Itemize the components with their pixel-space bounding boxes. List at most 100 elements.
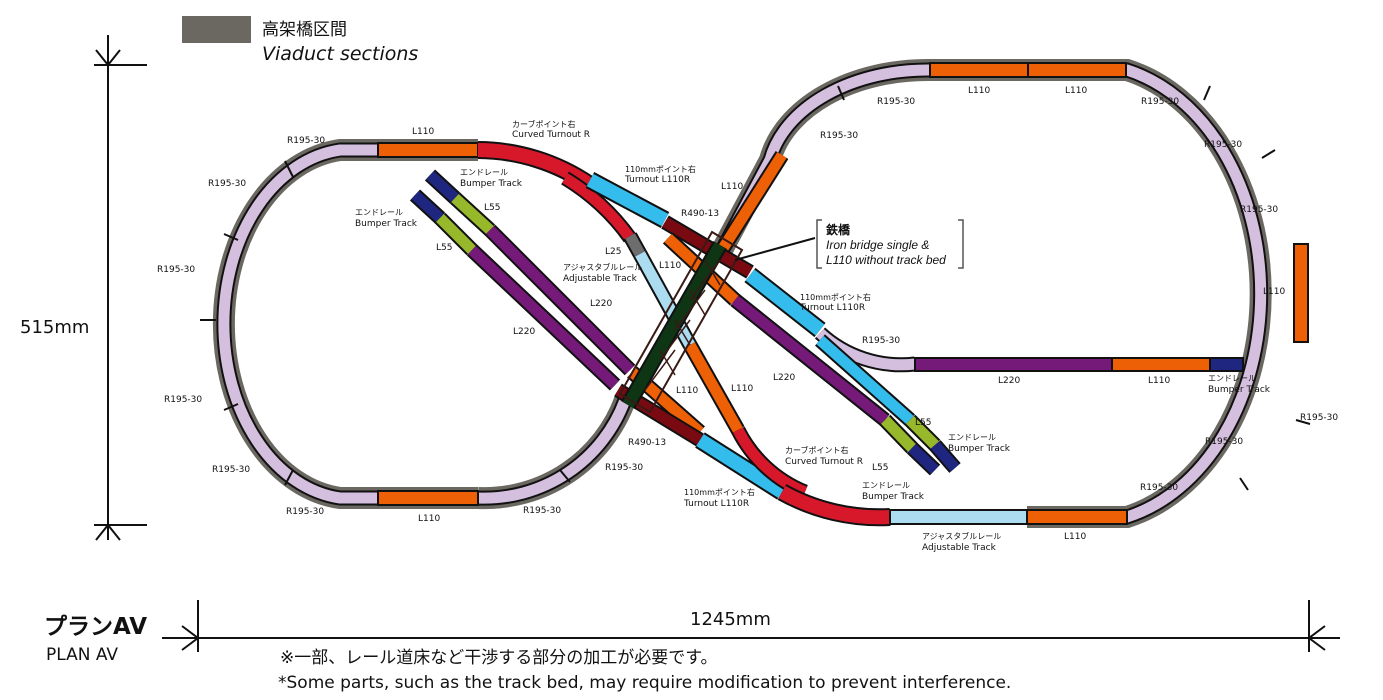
label-l55: L55 [484, 203, 500, 213]
label-l55: L55 [436, 243, 452, 253]
turnout-L110R-right-straight [816, 335, 914, 425]
track-L110-left-top [377, 142, 479, 158]
label-l220: L220 [773, 373, 795, 383]
label-l110: L110 [968, 86, 990, 96]
label-l110: L110 [721, 182, 743, 192]
label-bumper-jp: エンドレール [1208, 374, 1256, 383]
label-r195: R195-30 [286, 507, 324, 517]
width-dimension [162, 600, 1340, 652]
left-loop-curve [218, 144, 378, 504]
center-tracks [409, 141, 1244, 527]
label-curved-en: Curved Turnout R [512, 130, 590, 140]
label-r195: R195-30 [1141, 97, 1179, 107]
viaduct-legend-en: Viaduct sections [262, 43, 418, 65]
label-l55: L55 [872, 463, 888, 473]
width-dimension-label: 1245mm [690, 609, 771, 630]
left-loop-curve-right [477, 398, 631, 504]
track-L220-upper-left-1 [486, 226, 634, 374]
label-turnout-en: Turnout L110R [799, 303, 865, 313]
label-r195: R195-30 [1240, 205, 1278, 215]
viaduct-legend-jp: 高架橋区間 [262, 20, 347, 40]
label-bumper-jp: エンドレール [355, 208, 403, 217]
label-l110: L110 [1263, 287, 1285, 297]
track-L110-center-right [685, 342, 743, 433]
label-l110: L110 [1064, 532, 1086, 542]
label-adjust-en: Adjustable Track [922, 543, 997, 553]
left-loop-curve-outline [216, 142, 378, 506]
label-r195: R195-30 [208, 179, 246, 189]
track-L220-lower-right [731, 295, 889, 425]
track-L55-upper-left-2 [436, 214, 476, 254]
label-bumper-en: Bumper Track [948, 444, 1011, 454]
label-turnout-jp: 110mmポイント右 [800, 292, 871, 302]
curved-turnout-bottom-branch [733, 427, 808, 498]
track-L220-upper-left-2 [468, 246, 619, 389]
track-bumper-lower-right-1 [908, 444, 939, 474]
label-turnout-jp: 110mmポイント右 [625, 164, 696, 174]
note-jp: ※一部、レール道床など干渉する部分の加工が必要です。 [280, 648, 718, 668]
label-turnout-en: Turnout L110R [683, 499, 749, 509]
track-bumper-upper-left-1 [426, 170, 459, 203]
label-adjust-en: Adjustable Track [563, 274, 638, 284]
track-L110-right-top-1 [929, 62, 1029, 78]
track-R490-13-top [662, 217, 753, 277]
left-loop [200, 139, 636, 510]
left-loop-joints [200, 160, 571, 486]
track-L110-spur [1111, 357, 1211, 372]
track-L110-right-bottom [1026, 509, 1128, 525]
track-L55-lower-right-2 [906, 416, 939, 449]
label-r195: R195-30 [157, 265, 195, 275]
label-l220: L220 [998, 376, 1020, 386]
track-adjustable-bottom [889, 509, 1028, 525]
track-L220-spur [914, 357, 1113, 372]
label-l110: L110 [412, 127, 434, 137]
label-bumper-jp: エンドレール [460, 168, 508, 177]
track-L25 [625, 233, 645, 257]
track-bumper-upper-left-2 [411, 190, 444, 223]
label-l220: L220 [513, 327, 535, 337]
label-r195: R195-30 [877, 97, 915, 107]
track-L55-upper-left-1 [451, 193, 494, 235]
turnout-L110R-right [745, 269, 825, 336]
height-dimension [94, 35, 147, 541]
label-curved-en: Curved Turnout R [785, 457, 863, 467]
iron-bridge-leader [734, 237, 816, 261]
track-L110-left-bottom [377, 490, 479, 506]
track-L110-right-top-2 [1027, 62, 1127, 78]
label-bumper-en: Bumper Track [1208, 385, 1271, 395]
track-L110-diagonal-upper [717, 152, 787, 253]
iron-bridge-frame [618, 230, 744, 414]
height-dimension-label: 515mm [20, 317, 89, 338]
iron-bridge-track [622, 242, 726, 408]
callout-en-2: L110 without track bed [826, 253, 946, 267]
label-bumper-en: Bumper Track [460, 179, 523, 189]
track-labels: R195-30 L110 R195-30 R195-30 R195-30 R19… [157, 86, 1338, 553]
label-l220: L220 [590, 299, 612, 309]
label-l110: L110 [676, 386, 698, 396]
track-bumper-spur [1209, 357, 1244, 372]
label-bumper-en: Bumper Track [862, 492, 925, 502]
viaduct-legend-swatch [182, 16, 251, 43]
right-loop-joints [837, 85, 1311, 491]
label-l55: L55 [915, 418, 931, 428]
label-bumper-jp: エンドレール [948, 433, 996, 442]
label-r195: R195-30 [523, 506, 561, 516]
label-r195: R195-30 [1204, 140, 1242, 150]
label-r195: R195-30 [820, 131, 858, 141]
label-l25: L25 [605, 247, 621, 257]
label-r195: R195-30 [1205, 437, 1243, 447]
label-r195: R195-30 [1140, 483, 1178, 493]
callout-en-1: Iron bridge single & [826, 238, 929, 252]
track-L55-lower-right-1 [881, 416, 916, 452]
right-loop-curve [717, 64, 1267, 523]
label-adjust-jp: アジャスタブルレール [563, 262, 642, 272]
plan-title-en: PLAN AV [46, 645, 118, 665]
track-bumper-lower-right-2 [930, 441, 960, 472]
right-loop [712, 58, 1311, 528]
label-r490: R490-13 [628, 438, 666, 448]
label-r195: R195-30 [862, 336, 900, 346]
curved-turnout-top [477, 143, 594, 191]
curved-turnout-top-branch [562, 173, 635, 242]
label-r490: R490-13 [681, 209, 719, 219]
label-l110: L110 [418, 514, 440, 524]
